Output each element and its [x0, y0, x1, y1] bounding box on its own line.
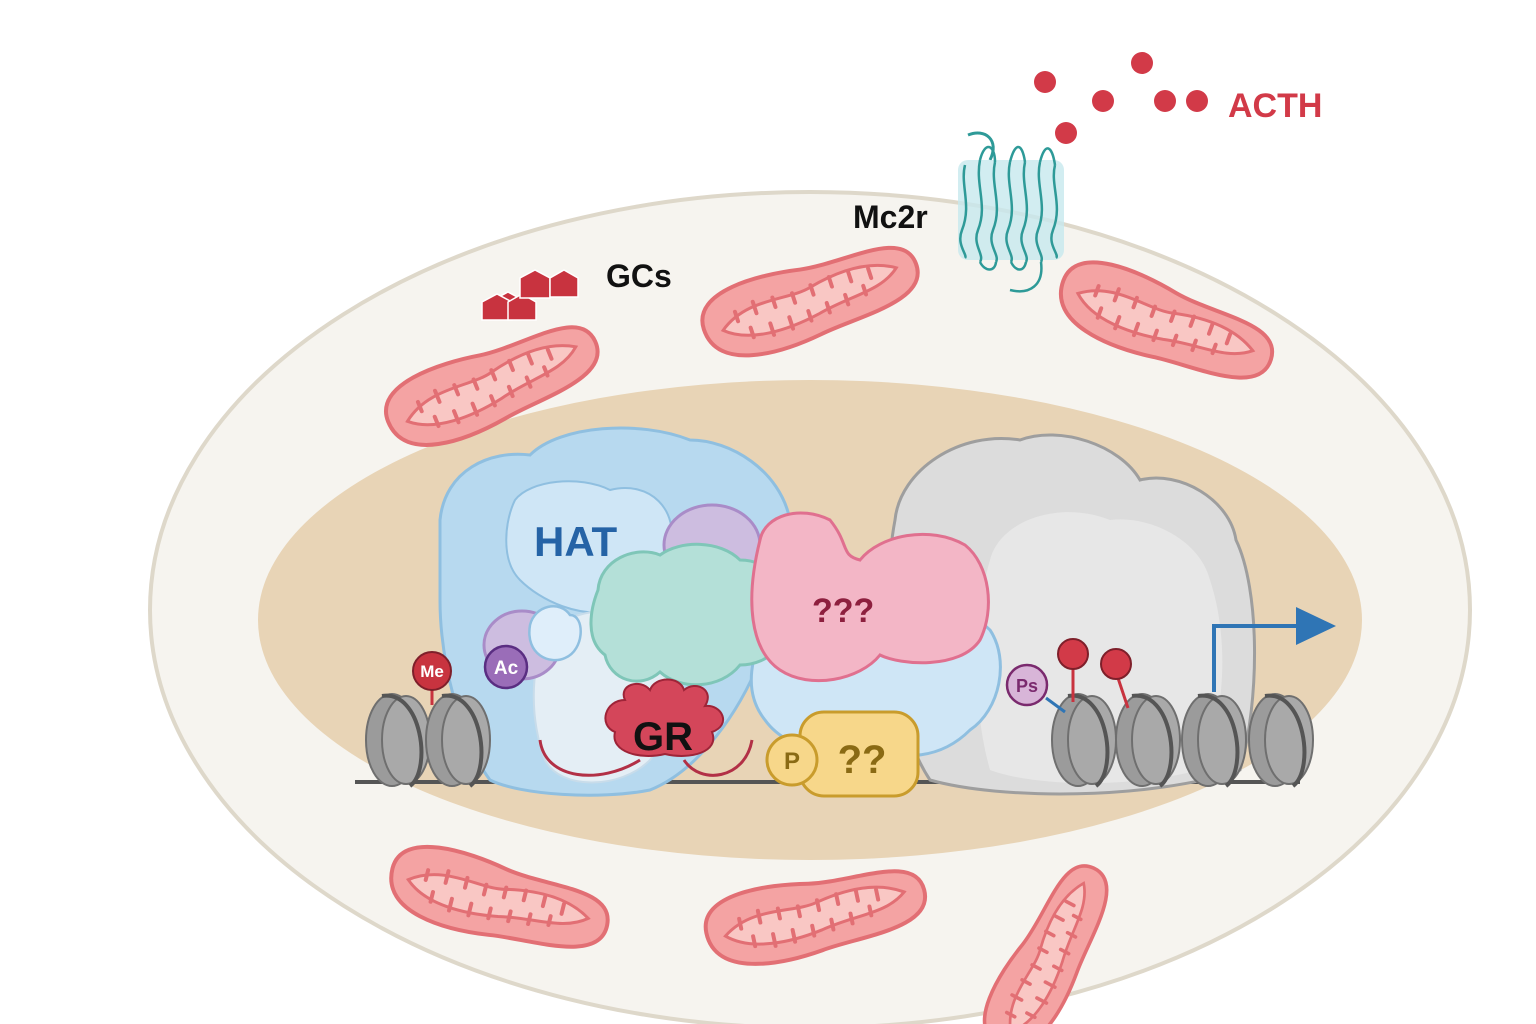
unknown-factor-label: ?? [838, 738, 887, 782]
acetyl-label: Ac [494, 658, 519, 679]
gr-receptor [604, 678, 725, 757]
unknown-complex [750, 511, 990, 683]
phosphoserine-mark [1005, 663, 1049, 707]
phospho-label: P [784, 748, 800, 775]
glucocorticoid-molecules [481, 269, 579, 321]
nucleosome-right-4 [1247, 692, 1315, 788]
mc2r-label: Mc2r [853, 199, 928, 235]
nucleosome-right-2 [1114, 692, 1182, 788]
phosphoserine-label: Ps [1016, 676, 1038, 696]
transcription-start-arrow [1212, 624, 1300, 692]
phospho-mark [765, 733, 819, 787]
nucleosome-right-3 [1180, 692, 1248, 788]
nucleosome-left-2 [424, 692, 492, 788]
nucleosome-left-1 [364, 692, 432, 788]
mc2r-receptor [958, 131, 1064, 293]
gr-label: GR [633, 715, 693, 759]
unknown-complex-label: ??? [812, 592, 874, 630]
acetyl-mark [483, 644, 529, 690]
gcs-label: GCs [606, 258, 672, 294]
acth-label: ACTH [1228, 87, 1322, 125]
hat-label: HAT [534, 518, 618, 565]
red-lollipop-marks [1057, 638, 1132, 709]
acth-molecules [1034, 52, 1208, 144]
methyl-mark [412, 651, 452, 691]
methyl-label: Me [420, 662, 444, 681]
